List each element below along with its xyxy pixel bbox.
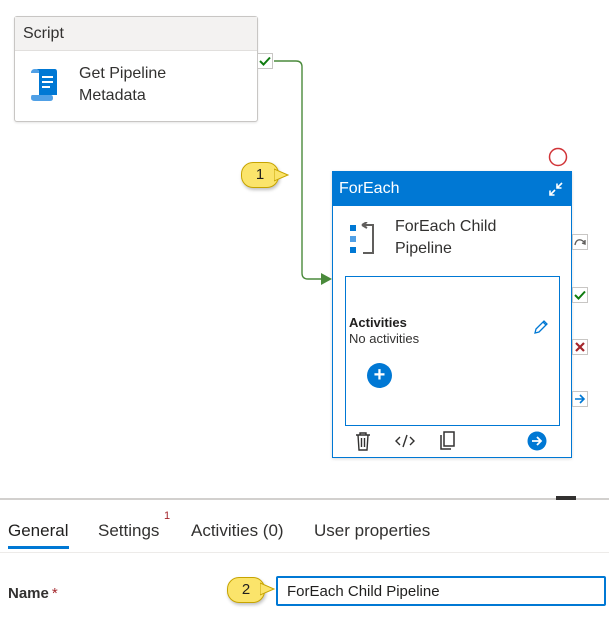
pipeline-canvas[interactable]: Script Get Pipeline Metadata 1 ForEach <box>0 0 609 498</box>
checkmark-icon <box>574 290 586 300</box>
go-to-activity-icon[interactable] <box>527 430 547 452</box>
settings-error-badge: 1 <box>164 510 171 522</box>
skip-arrow-icon <box>574 239 586 246</box>
validation-indicator <box>548 147 568 167</box>
activity-type-label: ForEach <box>333 172 571 206</box>
foreach-icon <box>350 222 374 254</box>
callout-pointer-icon <box>274 168 290 182</box>
close-x-icon <box>575 342 585 352</box>
success-output-handle[interactable] <box>257 53 273 69</box>
dependency-connector <box>274 60 568 285</box>
tab-general[interactable]: General <box>8 521 69 540</box>
callout-pointer-icon <box>260 582 276 596</box>
activity-name: Get Pipeline Metadata <box>79 65 167 104</box>
callout-badge-1: 1 <box>241 162 279 188</box>
checkmark-icon <box>259 56 271 66</box>
failure-output-handle[interactable] <box>572 339 588 355</box>
tab-settings[interactable]: Settings <box>98 521 160 540</box>
script-icon <box>31 69 57 101</box>
foreach-activity-card[interactable]: ForEach ForEach Child Pipeline Activitie… <box>332 171 572 458</box>
success-output-handle[interactable] <box>572 287 588 303</box>
name-field-label: Name* <box>8 585 58 602</box>
arrow-right-icon <box>575 394 586 404</box>
completion-output-handle[interactable] <box>572 391 588 407</box>
activity-type-label: Script <box>15 17 257 51</box>
active-tab-indicator <box>8 546 69 549</box>
skipped-output-handle[interactable] <box>572 234 588 250</box>
add-activity-button[interactable]: + <box>367 363 392 388</box>
tab-activities[interactable]: Activities (0) <box>191 521 284 540</box>
inner-activities-container[interactable]: Activities No activities + <box>345 276 560 426</box>
required-asterisk: * <box>51 585 58 602</box>
properties-tab-bar: General Settings 1 Activities (0) User p… <box>0 500 609 553</box>
copy-icon[interactable] <box>437 430 457 452</box>
pencil-icon[interactable] <box>533 319 549 335</box>
script-activity-card[interactable]: Script Get Pipeline Metadata <box>14 16 258 122</box>
activity-name: ForEach Child Pipeline <box>395 218 497 257</box>
code-icon[interactable] <box>394 430 416 452</box>
collapse-icon[interactable] <box>545 178 567 200</box>
panel-divider <box>0 498 609 500</box>
name-input[interactable] <box>276 576 606 606</box>
inner-activities-title: Activities <box>349 315 407 330</box>
inner-activities-subtitle: No activities <box>349 331 420 346</box>
tab-user-properties[interactable]: User properties <box>314 521 431 540</box>
delete-icon[interactable] <box>353 430 373 452</box>
panel-resize-handle[interactable] <box>556 496 576 500</box>
